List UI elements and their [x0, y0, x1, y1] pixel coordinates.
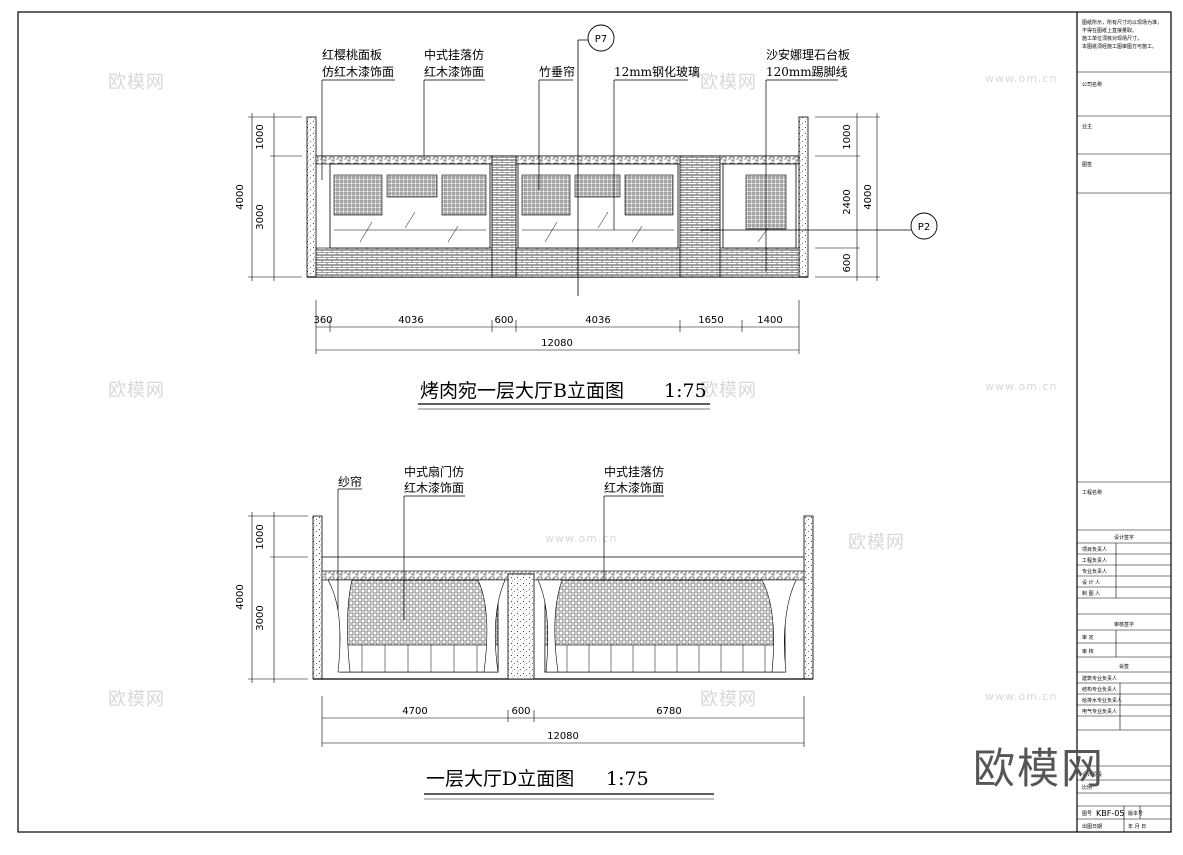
watermark: 欧模网: [848, 532, 905, 553]
tb-version-label: 版本号: [1128, 810, 1143, 817]
tb-sign-3: 专业负责人: [1082, 568, 1107, 575]
tb-sign-4: 设 计 人: [1082, 579, 1100, 586]
marker-p7: P7: [595, 34, 607, 45]
dim-d-left-4000: 4000: [235, 584, 246, 609]
watermark-url: www.om.cn: [985, 72, 1058, 85]
tb-date-value: 年 月 日: [1128, 823, 1146, 830]
callout-b-1-l2: 仿红木漆饰面: [322, 64, 394, 79]
marker-p2: P2: [918, 222, 930, 233]
title-block: [1077, 71, 1171, 832]
tb-stamp: 图签: [1082, 161, 1092, 168]
sheet-border: [17, 11, 1172, 833]
watermark: 欧模网: [108, 380, 165, 401]
dim-b-total: 12080: [541, 338, 573, 349]
watermark-url: www.om.cn: [985, 690, 1058, 703]
watermark: 欧模网: [700, 72, 757, 93]
dim-d-left-3000: 3000: [255, 605, 266, 630]
dim-b-4036a: 4036: [398, 315, 423, 326]
tb-sign-header: 设计签字: [1114, 534, 1134, 541]
tb-drawing-no: KBF-05: [1096, 809, 1124, 818]
dim-d-4700: 4700: [402, 706, 427, 717]
dim-b-left-1000: 1000: [255, 124, 266, 149]
tb-date-label: 出图日期: [1082, 823, 1102, 830]
callout-d-3-l2: 红木漆饰面: [604, 480, 664, 495]
callout-b-4: 12mm钢化玻璃: [614, 65, 700, 79]
watermark: 欧模网: [700, 380, 757, 401]
title-b: 烤肉宛一层大厅B立面图: [420, 380, 624, 402]
tb-project: 工程名称: [1082, 489, 1102, 496]
tb-client: 业主: [1082, 123, 1092, 130]
callout-b-2-l1: 中式挂落仿: [424, 47, 484, 62]
tb-review-header: 审核签字: [1114, 621, 1134, 628]
tb-cosign-header: 会签: [1119, 663, 1129, 670]
callout-b-3: 竹垂帘: [539, 64, 575, 79]
tb-company: 公司名称: [1082, 81, 1102, 88]
callout-b-5-l1: 沙安娜理石台板: [766, 47, 850, 62]
tb-note-1: 图纸所示，所有尺寸均以现场为准，: [1082, 19, 1162, 26]
watermark: 欧模网: [108, 689, 165, 710]
callout-d-2-l1: 中式扇门仿: [404, 464, 464, 479]
scale-b: 1:75: [664, 380, 707, 402]
scale-d: 1:75: [606, 768, 649, 790]
tb-cosign-2: 结构专业负责人: [1082, 686, 1117, 693]
callout-b-1-l1: 红樱桃面板: [322, 47, 382, 62]
dim-b-right-1000: 1000: [842, 124, 853, 149]
tb-review-1: 审 定: [1082, 634, 1094, 641]
tb-cosign-4: 电气专业负责人: [1082, 708, 1117, 715]
tb-extra-1: 设计阶段: [1082, 771, 1102, 778]
elevation-b: [248, 24, 938, 410]
tb-sign-2: 工程负责人: [1082, 557, 1107, 564]
dim-b-left-4000: 4000: [235, 184, 246, 209]
callout-d-2-l2: 红木漆饰面: [404, 480, 464, 495]
tb-cosign-3: 给排水专业负责人: [1082, 697, 1122, 704]
brand-watermark: 欧模网: [973, 744, 1106, 793]
callout-d-1: 纱帘: [338, 474, 362, 489]
tb-review-2: 审 核: [1082, 648, 1094, 655]
tb-drawing-no-label: 图号: [1082, 811, 1092, 817]
watermark: 欧模网: [700, 689, 757, 710]
dim-d-6780: 6780: [656, 706, 681, 717]
watermark-url: www.om.cn: [985, 380, 1058, 393]
dim-b-1650: 1650: [698, 315, 723, 326]
dim-d-600: 600: [511, 706, 530, 717]
dim-b-360: 360: [313, 315, 332, 326]
watermark-url: www.om.cn: [545, 532, 618, 545]
dim-b-right-600: 600: [842, 253, 853, 272]
dim-b-1400: 1400: [757, 315, 782, 326]
dim-b-right-4000: 4000: [863, 184, 874, 209]
dim-b-left-3000: 3000: [255, 204, 266, 229]
dim-b-right-2400: 2400: [842, 189, 853, 214]
callout-b-5-l2: 120mm踢脚线: [766, 64, 848, 79]
tb-sign-5: 制 图 人: [1082, 590, 1100, 597]
elevation-d: [248, 488, 814, 800]
callout-d-3-l1: 中式挂落仿: [604, 464, 664, 479]
title-d: 一层大厅D立面图: [426, 768, 574, 790]
tb-note-2: 不得在图纸上直接量取。: [1082, 27, 1137, 34]
tb-note-4: 本图纸须经施工图审图方可施工。: [1082, 43, 1157, 50]
dim-d-total: 12080: [547, 731, 579, 742]
tb-sign-1: 项目负责人: [1082, 546, 1107, 553]
watermark: 欧模网: [108, 72, 165, 93]
tb-extra-2: 比例: [1082, 784, 1092, 791]
tb-cosign-1: 建筑专业负责人: [1082, 675, 1117, 682]
tb-note-3: 施工单位须核对现场尺寸，: [1082, 35, 1142, 42]
callout-b-2-l2: 红木漆饰面: [424, 64, 484, 79]
dim-b-4036b: 4036: [585, 315, 610, 326]
dim-d-left-1000: 1000: [255, 524, 266, 549]
dim-b-600: 600: [494, 315, 513, 326]
